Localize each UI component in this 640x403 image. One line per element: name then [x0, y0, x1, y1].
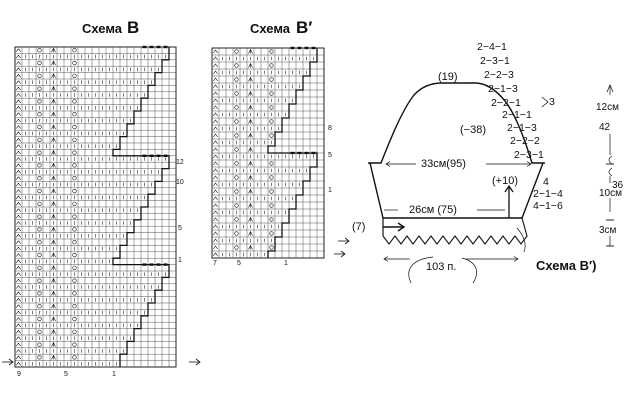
side-shaping-label: (−38)	[460, 124, 486, 136]
chart-b-col-label: 1	[112, 371, 116, 378]
chart-b-row-label: 1	[178, 257, 182, 264]
chart-b-prime-row-label: 1	[328, 187, 332, 194]
upper-width-label: 33см(95)	[421, 158, 466, 170]
sequence-line: 2−1−1	[502, 109, 532, 121]
chart-b-prime-col-label: 5	[237, 260, 241, 267]
knit-direction-arrow-icon	[383, 222, 406, 232]
bottom-count-label: 103 п.	[426, 261, 456, 273]
chart-b-prime-title: Схема	[250, 21, 291, 36]
chart-b-row-label: 12	[176, 159, 184, 166]
chart-b-grid	[14, 45, 177, 368]
sequence-line: 2−2−2	[510, 135, 540, 147]
increase-sequence: 4 2−1−4 4−1−6	[533, 176, 563, 212]
sequence-line: 2−4−1	[477, 41, 507, 53]
edge-label: (7)	[352, 221, 365, 233]
sequence-line: 2−2−3	[484, 69, 514, 81]
width-arrow-icon	[385, 161, 532, 167]
sleeve-right-edge	[521, 162, 544, 219]
chart-b-letter: B	[127, 18, 139, 37]
sequence-line: 2−2−1	[491, 97, 521, 109]
chart-b-col-label: 9	[17, 371, 21, 378]
bottom-width-arrow-icon	[383, 256, 519, 262]
increase-up-arrow-icon	[504, 184, 514, 218]
sequence-line: 2−1−3	[488, 83, 518, 95]
chart-b-row-label: 5	[178, 225, 182, 232]
chart-b-arrow-icon	[189, 358, 201, 366]
chart-b-prime-col-label: 1	[284, 260, 288, 267]
chart-b-row-label: 10	[176, 179, 184, 186]
sequence-line: 2−1−3	[507, 122, 537, 134]
chart-b-prime-letter: B′	[296, 18, 312, 37]
sequence-line: 4	[543, 176, 549, 188]
chart-b-prime-row-label: 8	[328, 125, 332, 132]
increase-label: (+10)	[492, 175, 518, 187]
decrease-sequence: 2−4−1 2−3−1 2−2−3 2−1−3 2−2−1 2−1−1 2−1−…	[477, 41, 555, 161]
pointer-line-icon	[516, 227, 526, 253]
sleeve-schematic: (19) (−38) 33см(95) (+10) 26см (75) (7) …	[338, 41, 624, 284]
chart-b-prime-arrow-icon	[334, 250, 346, 258]
chart-b-prime-col-label: 7	[213, 260, 217, 267]
dimension-cm: 10см	[599, 188, 622, 199]
sequence-line: 2−1−4	[533, 188, 563, 200]
dimension-rows: 42	[599, 122, 611, 133]
top-width-label: (19)	[438, 71, 458, 83]
chart-b-prime-row-label: 5	[328, 152, 332, 159]
sequence-line: 2−3−1	[480, 55, 510, 67]
chart-b-arrow-icon	[2, 358, 14, 366]
zigzag-lace-edge	[382, 217, 528, 245]
dimension-rows: 36	[612, 180, 624, 191]
sleeve-cap-outline	[368, 82, 545, 164]
dimension-cm: 3см	[599, 225, 617, 236]
bracket-icon	[541, 96, 549, 108]
dimension-cm: 12см	[596, 102, 619, 113]
round-arrow-icon	[408, 256, 477, 284]
chart-b-title: Схема	[82, 21, 123, 36]
chart-b-col-label: 5	[64, 371, 68, 378]
bracket-count: 3	[549, 96, 555, 108]
lower-width-label: 26см (75)	[409, 204, 457, 216]
right-dimensions: 12см 42 10см 36 3см	[596, 84, 624, 247]
section-arrow-icon	[338, 237, 350, 245]
sequence-line: 4−1−6	[533, 200, 563, 212]
sleeve-left-edge	[369, 162, 384, 219]
sequence-line: 2−3−1	[514, 149, 544, 161]
chart-b-prime-grid	[211, 46, 325, 259]
schematic-caption: Схема B′)	[536, 258, 596, 273]
